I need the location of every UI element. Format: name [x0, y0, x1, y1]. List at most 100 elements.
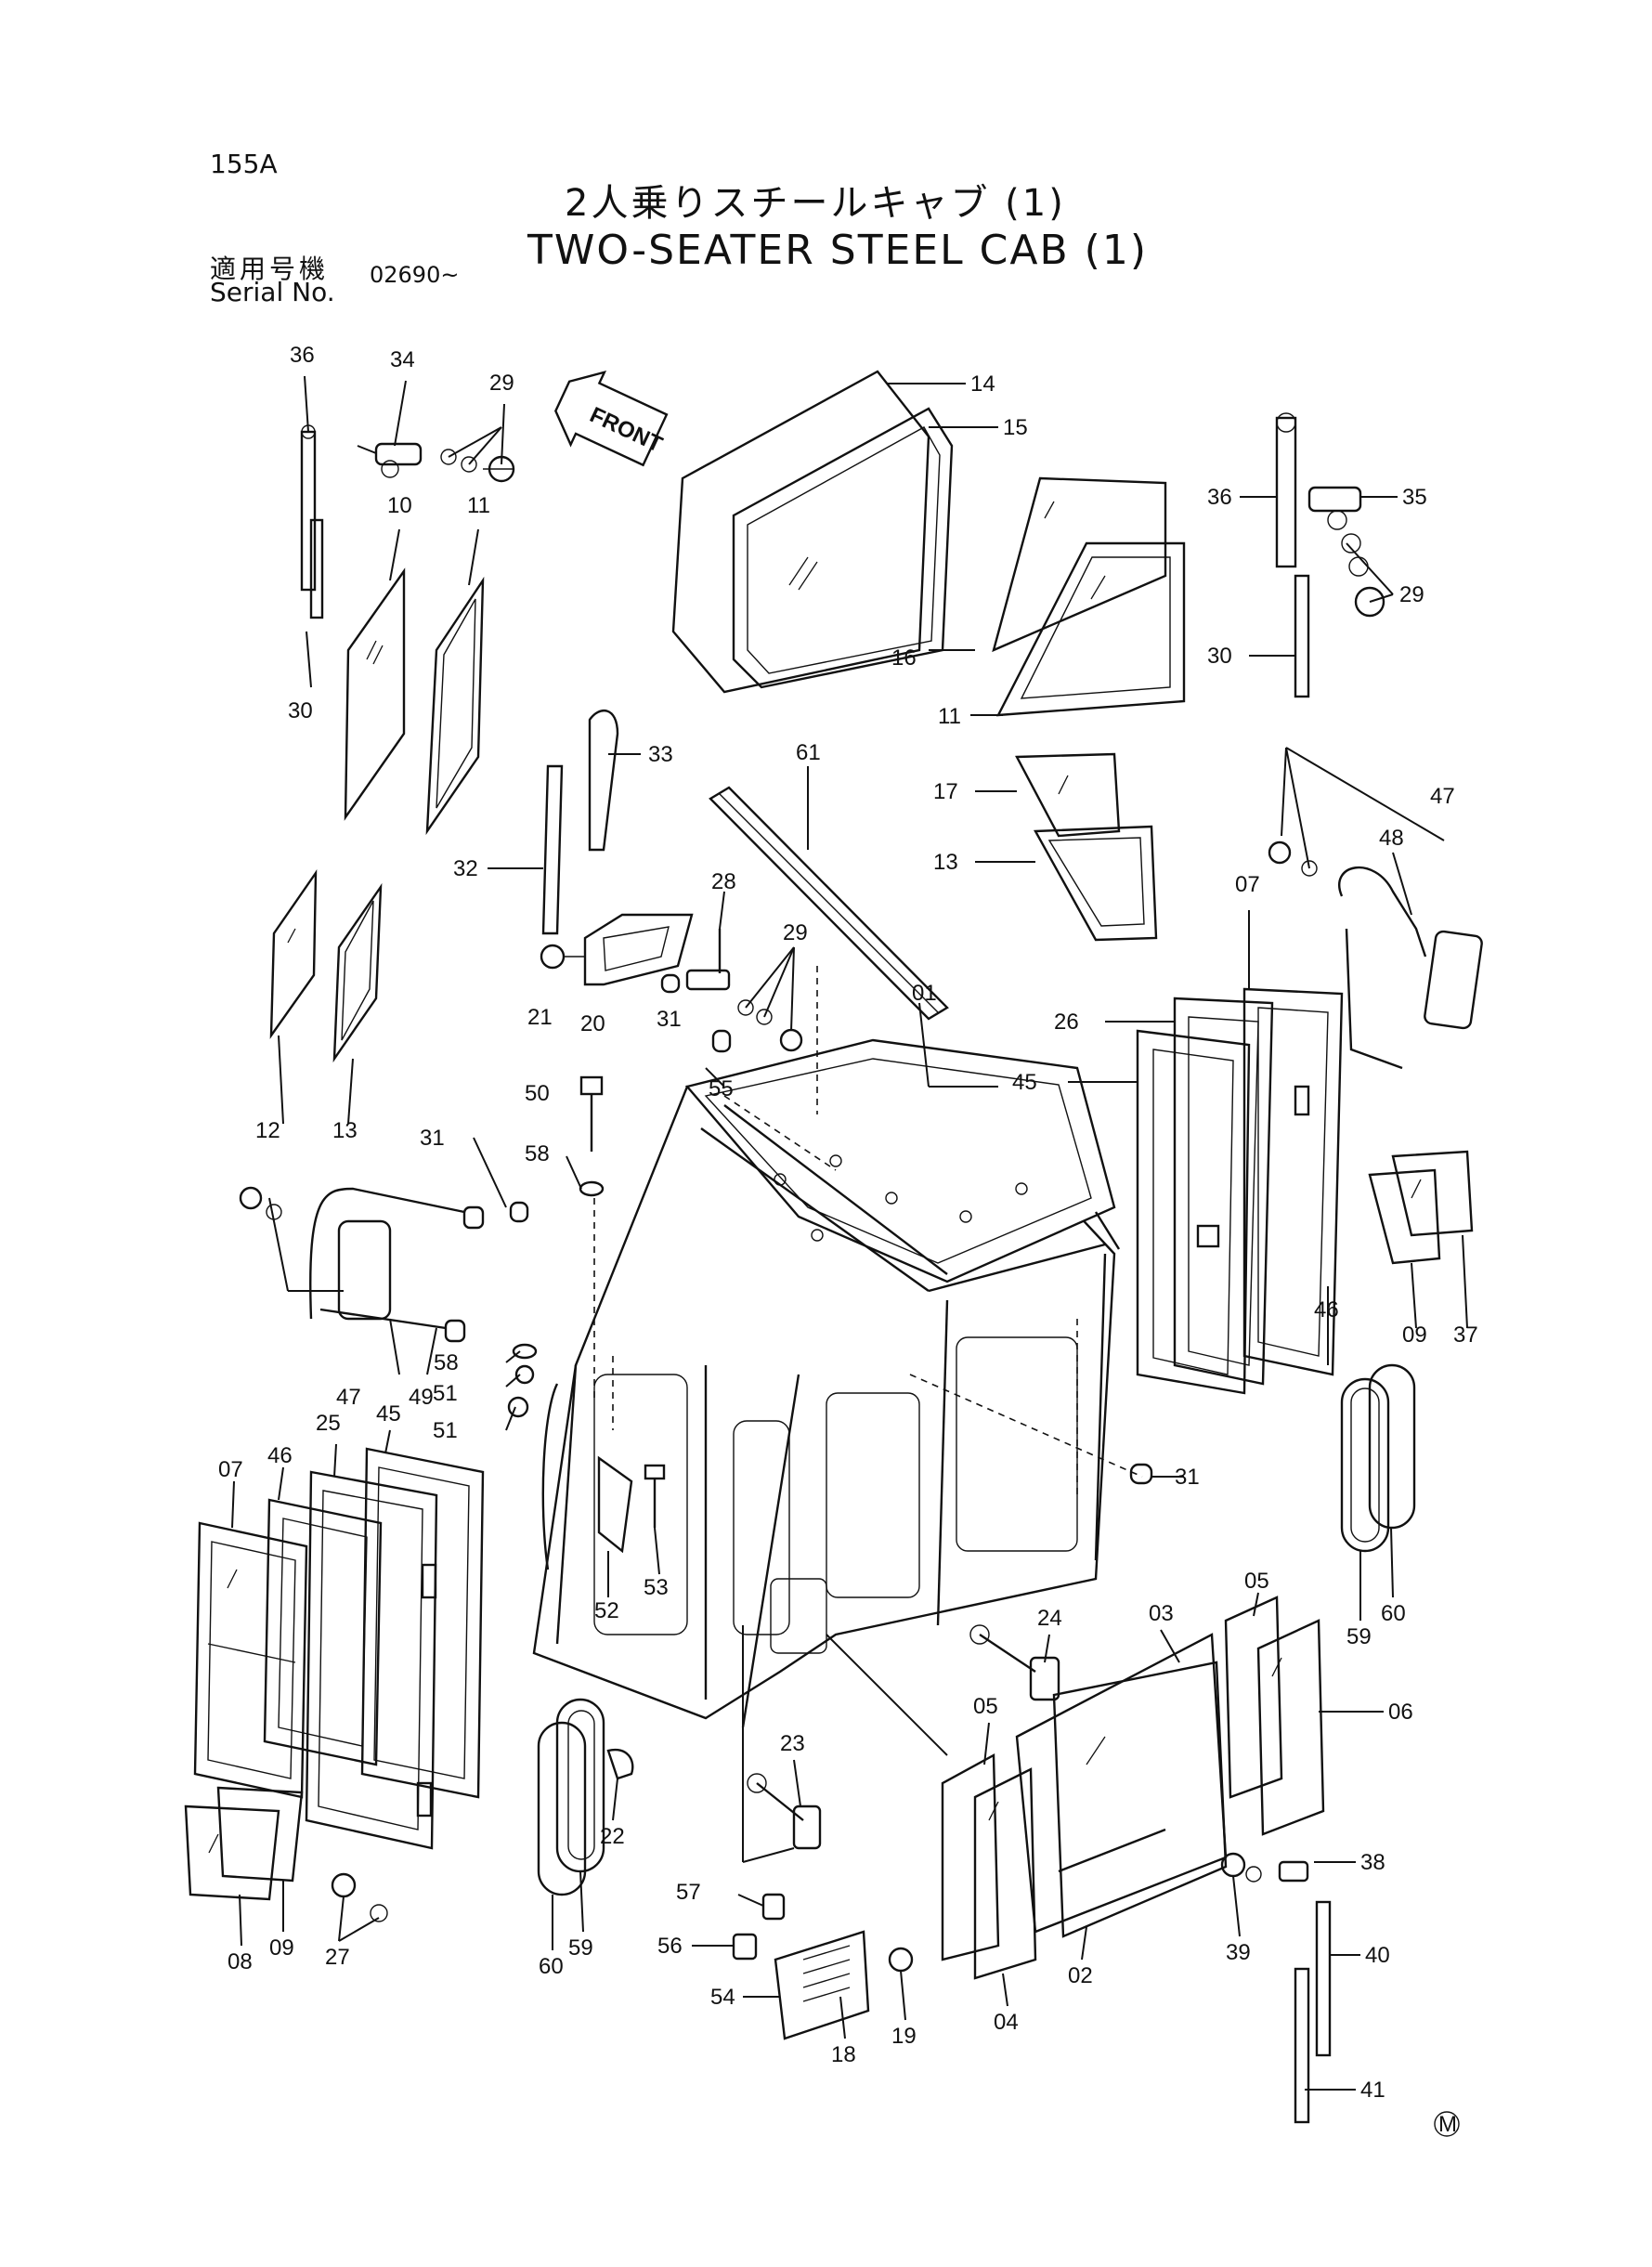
part-label: 15	[1003, 415, 1028, 440]
part-label: 58	[434, 1350, 459, 1375]
glass-59-60-right	[1340, 1363, 1416, 1553]
part-label: 11	[938, 704, 961, 729]
part-label: 10	[387, 493, 412, 518]
part-label: 02	[1068, 1963, 1093, 1988]
part-label: 04	[994, 2010, 1019, 2035]
weatherstrip-13-left	[332, 882, 383, 1063]
clip-56	[732, 1933, 758, 1961]
title-english: TWO-SEATER STEEL CAB (1)	[527, 227, 1148, 274]
part-label: 20	[580, 1011, 605, 1036]
bolt-27	[331, 1872, 388, 1922]
part-labels: 36 34 29 14 15 10 11 36 35 29 30 16 11 3…	[218, 343, 1478, 2103]
part-label: 50	[525, 1081, 550, 1106]
cap-55	[711, 1029, 732, 1053]
glass-04	[973, 1767, 1037, 1980]
part-label: 09	[1402, 1322, 1427, 1348]
part-label: 13	[332, 1118, 358, 1143]
m-marker: M	[1434, 2111, 1460, 2137]
part-label: 11	[467, 493, 490, 518]
molding-32	[541, 764, 564, 935]
molding-40	[1315, 1900, 1332, 2057]
cab-frame	[532, 966, 1143, 1728]
part-label: 16	[891, 645, 917, 671]
molding-41	[1294, 1967, 1310, 2124]
part-label: 01	[912, 981, 937, 1006]
part-label: 25	[316, 1411, 341, 1436]
part-label: 45	[1012, 1070, 1037, 1095]
washer-51-58	[507, 1343, 538, 1418]
serial-number: 02690~	[370, 262, 460, 288]
washer-58	[579, 1180, 605, 1197]
weatherstrip-11-left	[425, 576, 485, 836]
cap-31-mid	[509, 1201, 529, 1223]
part-label: 37	[1453, 1322, 1478, 1348]
weatherstrip-13-right	[1034, 825, 1158, 942]
part-label: 29	[1399, 582, 1424, 607]
serial-label-english: Serial No.	[210, 277, 335, 307]
part-label: 47	[336, 1385, 361, 1410]
glass-59-60-left	[537, 1698, 605, 1896]
part-label: 34	[390, 347, 415, 372]
strip-05-right	[1224, 1596, 1283, 1799]
handle-23	[747, 1773, 822, 1850]
part-label: 27	[325, 1945, 350, 1970]
bracket-34	[357, 442, 423, 478]
part-label: 24	[1037, 1606, 1062, 1631]
glass-17	[1015, 752, 1121, 838]
part-label: 28	[711, 869, 736, 894]
part-label: 56	[657, 1934, 683, 1959]
part-label: 13	[933, 850, 958, 875]
part-label: 23	[780, 1731, 805, 1756]
part-label: 46	[1314, 1297, 1339, 1322]
part-label: 03	[1149, 1601, 1174, 1626]
part-label: 51	[433, 1418, 458, 1443]
cap-31-right	[1129, 1463, 1153, 1485]
glass-06	[1256, 1619, 1325, 1836]
part-label: 61	[796, 740, 821, 765]
part-label: 31	[657, 1007, 682, 1032]
part-label: 05	[973, 1694, 998, 1719]
seal-61	[709, 786, 949, 1021]
door-left	[193, 1447, 485, 1850]
part-label: 32	[453, 856, 478, 881]
cap-31-upper	[660, 973, 681, 994]
molding-33	[588, 710, 619, 852]
glass-10	[344, 567, 406, 821]
leader-47-a	[1285, 747, 1310, 869]
part-label: 35	[1402, 485, 1427, 510]
part-label: 36	[290, 343, 315, 368]
grab-rail-left	[541, 1383, 559, 1570]
leader-47-c	[1285, 747, 1445, 841]
part-label: 46	[267, 1443, 293, 1468]
part-label: 06	[1388, 1700, 1413, 1725]
latch-38	[1220, 1852, 1309, 1883]
part-label: 31	[1175, 1465, 1200, 1490]
part-label: 40	[1365, 1943, 1390, 1968]
title-japanese: 2人乗りスチールキャブ (1)	[565, 182, 1066, 225]
mirror-47-right	[1268, 840, 1483, 1070]
glass-14	[671, 370, 930, 694]
catch-28	[685, 929, 731, 991]
part-label: 53	[644, 1575, 669, 1600]
front-arrow: FRONT	[554, 370, 669, 467]
part-label: 45	[376, 1401, 401, 1427]
part-label: 60	[539, 1954, 564, 1979]
part-label: 21	[527, 1005, 553, 1030]
latch-36-right	[1275, 412, 1310, 698]
part-label: 26	[1054, 1010, 1079, 1035]
page-code: 155A	[210, 149, 278, 179]
plate-52	[597, 1455, 633, 1554]
weatherstrip-11-right	[995, 541, 1186, 717]
part-label: 39	[1226, 1940, 1251, 1965]
bolt-53	[644, 1464, 666, 1528]
glass-16	[992, 476, 1167, 653]
part-label: 36	[1207, 485, 1232, 510]
part-label: 54	[710, 1985, 735, 2010]
part-label: 18	[831, 2042, 856, 2067]
part-label: 60	[1381, 1601, 1406, 1626]
part-label: 17	[933, 779, 958, 804]
part-label: 12	[255, 1118, 280, 1143]
part-label: 47	[1430, 784, 1455, 809]
part-label: 31	[420, 1126, 445, 1151]
bracket-20	[583, 913, 694, 986]
